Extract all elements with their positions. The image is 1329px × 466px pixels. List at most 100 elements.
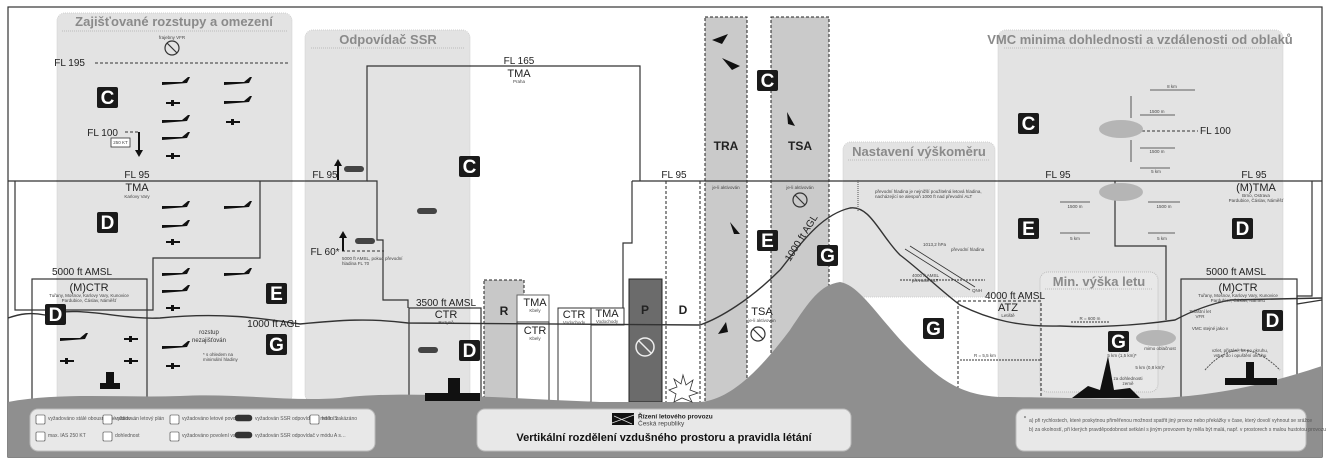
svg-text:D: D <box>1266 311 1280 332</box>
ifr-aircraft-icon <box>162 201 190 209</box>
legend-item-text: dohlednost <box>115 433 140 439</box>
vfr-aircraft-icon <box>166 100 180 106</box>
atc-clearance-icon <box>169 414 180 425</box>
ctr-ruzyne-name: CTR <box>435 309 458 321</box>
qnh-std: 1013,2 hPa <box>923 242 947 247</box>
fl60-label: FL 60* <box>310 247 339 258</box>
ifr-aircraft-icon <box>60 333 88 341</box>
vmc-vis-5km: 5 km <box>1151 169 1161 174</box>
fl95-mid-label: FL 95 <box>661 170 687 181</box>
class-c-mid: C <box>757 70 778 92</box>
class-c-ssr: C <box>459 156 480 178</box>
amsl-5000-right-label: 5000 ft AMSL <box>1206 267 1266 278</box>
ifr-aircraft-icon <box>162 132 190 140</box>
ssr-c-icon <box>234 431 253 439</box>
vfr-aircraft-icon <box>166 305 180 311</box>
no-vfr-icon <box>164 40 180 56</box>
ctr-kbely-name: CTR <box>524 325 547 337</box>
panel-title-ssr: Odpovídač SSR <box>339 32 437 47</box>
legend-item: letění zakázáno <box>309 414 357 425</box>
cloud-icon <box>1136 330 1176 346</box>
fl95-ssr-label: FL 95 <box>312 170 338 181</box>
transition-alt-1: 4000 ft AMSL <box>912 273 940 278</box>
min-height-out-of-cloud: mimo oblačnost <box>1144 346 1176 351</box>
tsa-low-name: TSA <box>751 306 773 318</box>
mctr-right-special-1: Zvláštní let <box>1189 309 1212 314</box>
vfr-aircraft-icon <box>166 239 180 245</box>
legend-item: vyžadováno letové povolení <box>169 414 244 425</box>
mctr-right-vmc-note: VMC stejné jako v <box>1192 326 1229 331</box>
ifr-aircraft-icon <box>162 285 190 293</box>
legend-item: vyžadováno povolení vstupu <box>169 431 245 442</box>
ssr-s-icon <box>234 414 253 422</box>
min-height-vis-5km: 5 km (1,5 km)* <box>1107 353 1137 358</box>
vfr-aircraft-icon <box>60 358 74 364</box>
legend-item-text: vyžadováno letové povolení <box>182 416 244 422</box>
mctr-right-heli-note-2: vstup do i opuštění okruhu <box>1214 353 1267 358</box>
amsl-4000-label: 4000 ft AMSL <box>985 291 1045 302</box>
panel-title-altimeter: Nastavení výškoměru <box>852 144 986 159</box>
class-e-separation: E <box>266 283 287 305</box>
class-g-altimeter: G <box>923 318 944 340</box>
mctr-right-heli-note-1: vzlet, přistání, let po okruhu, <box>1212 348 1268 353</box>
jet-icon <box>722 58 740 70</box>
tma-kv-sub: Karlovy Vary <box>124 194 150 199</box>
g-asterisk-1: * s ohledem na <box>203 352 234 357</box>
fl95-vmc-right-label: FL 95 <box>1241 170 1267 181</box>
legend-item: max. IAS 250 KT <box>35 431 86 442</box>
class-d-ssr: D <box>459 340 480 362</box>
cloud-icon <box>1099 183 1143 201</box>
jet-icon <box>730 222 740 234</box>
svg-text:D: D <box>1236 219 1250 240</box>
aircraft-icons <box>60 77 252 369</box>
fl95-left-label: FL 95 <box>124 170 150 181</box>
legend-item: vyžadováno stálé obousměrné rádiov… <box>35 414 136 425</box>
ctr-vodochody-name: CTR <box>563 309 586 321</box>
legend-item-text: vyžadován SSR odpovídač v módu A s… <box>255 433 346 439</box>
legend-item-text: vyžadován SSR odpovídač v módu S <box>255 416 338 422</box>
legend: vyžadováno stálé obousměrné rádiov…vyžad… <box>35 414 357 442</box>
atz-radius: R = 5,5 km <box>974 353 996 358</box>
fl195-label: FL 195 <box>54 58 85 69</box>
no-vfr-icon <box>309 414 320 425</box>
explosion-icon <box>668 373 700 403</box>
class-g-min-height: G <box>1108 331 1129 353</box>
tsa-label: TSA <box>788 139 812 153</box>
tsa-low-note: je-li aktivován <box>747 318 776 323</box>
svg-text:D: D <box>101 213 115 234</box>
panel-ssr: Odpovídač SSR <box>304 29 471 403</box>
panel-min-height: Min. výška letu <box>1039 271 1159 393</box>
ssr-c-badge <box>355 238 375 244</box>
flight-plan-icon <box>102 414 113 425</box>
class-d-mctr-right: D <box>1262 310 1283 332</box>
fl95-vmc-left-label: FL 95 <box>1045 170 1071 181</box>
min-height-vis-heli: 5 km (0,8 km)* <box>1135 365 1165 370</box>
fl165-label: FL 165 <box>504 56 535 67</box>
class-e-vmc: E <box>1018 218 1039 240</box>
tra-label: TRA <box>714 139 739 153</box>
ifr-aircraft-icon <box>224 201 252 209</box>
agl-left-label: 1000 ft AGL <box>247 319 300 330</box>
mctr-left-name: (M)CTR <box>69 282 108 294</box>
fl100-left-label: FL 100 <box>87 128 118 139</box>
class-g-mid: G <box>817 245 838 267</box>
mctr-left-sub1: Tuřany, Mošnov, Karlovy Vary, Kunovice <box>49 293 129 298</box>
vmc-e-vis-right: 5 km <box>1157 236 1167 241</box>
panel-title-vmc: VMC minima dohlednosti a vzdálenosti od … <box>987 32 1293 47</box>
svg-text:E: E <box>761 231 774 252</box>
legend-item: vyžadován letový plán <box>102 414 164 425</box>
tma-praha-boundary <box>310 65 641 182</box>
tma-kbely-sub: Kbely <box>529 308 541 313</box>
class-e-mid: E <box>757 230 778 252</box>
tsa-note: je-li aktivován <box>785 185 814 190</box>
class-c-separation: C <box>97 87 118 109</box>
title-box <box>476 408 852 452</box>
fl60-note-1: 5000 ft AMSL, pokud převodní <box>342 256 403 261</box>
danger-label: D <box>679 303 688 317</box>
fl60-note-2: hladina FL 70 <box>342 261 370 266</box>
class-c-vmc: C <box>1018 113 1039 135</box>
mtma-right-sub2: Pardubice, Čáslav, Náměšť <box>1229 197 1284 203</box>
panel-title-separation: Zajišťované rozstupy a omezení <box>75 14 273 29</box>
amsl-5000-left-label: 5000 ft AMSL <box>52 267 112 278</box>
